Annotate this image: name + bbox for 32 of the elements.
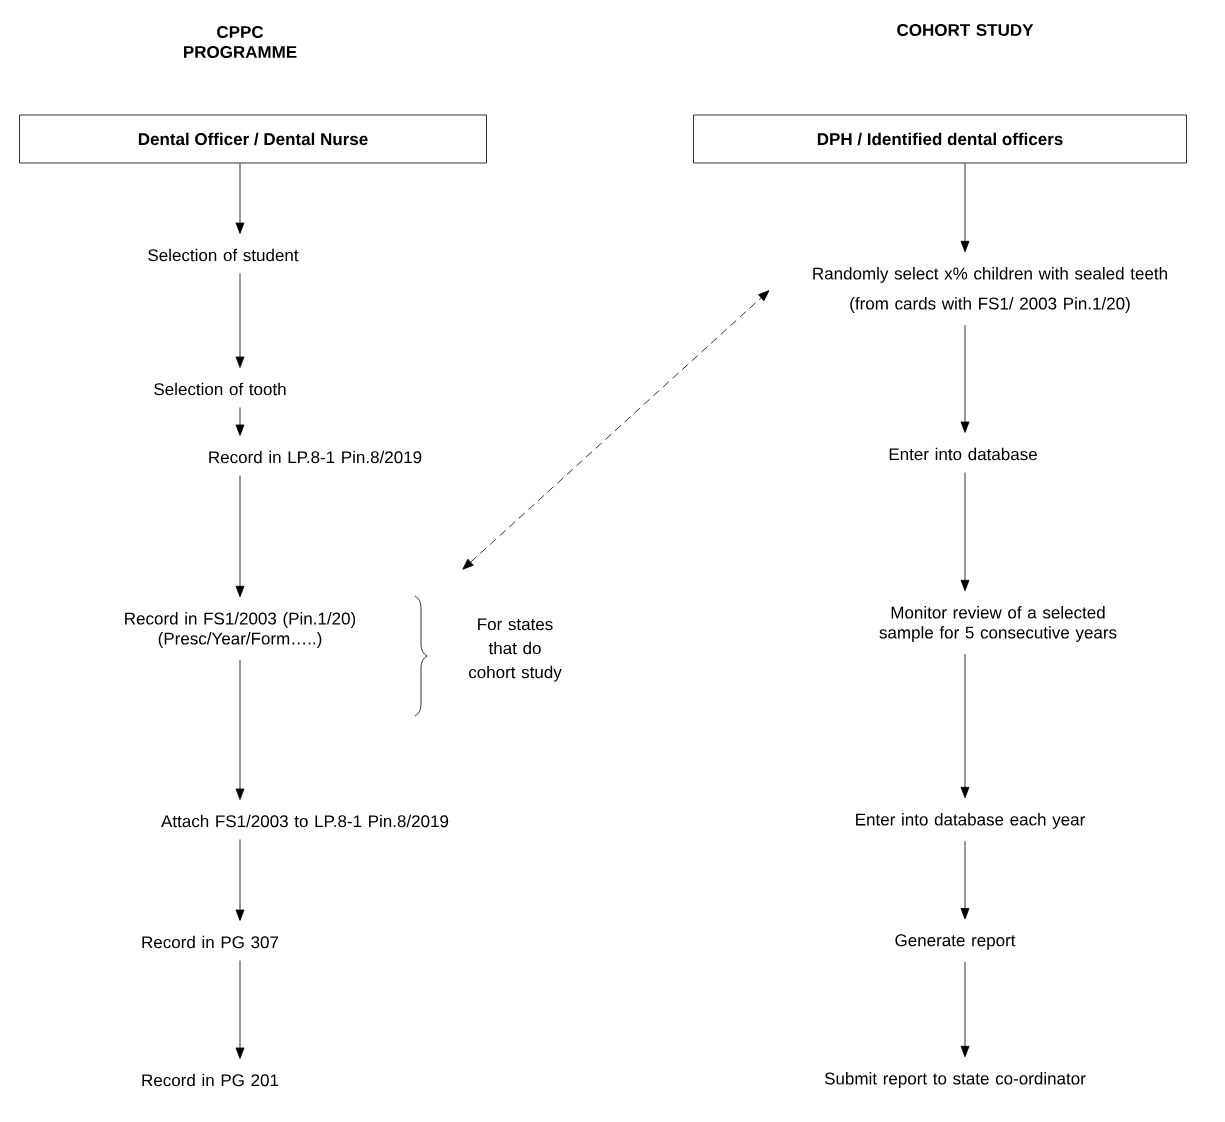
step-text: Enter into database (889, 447, 1037, 461)
arrow (235, 356, 245, 368)
step-text: Selection of student (148, 248, 299, 262)
arrow (462, 290, 770, 570)
arrow (235, 424, 245, 436)
arrow (235, 163, 245, 234)
step-text: Enter into database each year (856, 813, 1085, 829)
role-box: DPH / Identified dental officers (693, 114, 1187, 164)
step-text: Selection of tooth (154, 382, 286, 396)
arrow (960, 163, 970, 253)
arrow (960, 908, 970, 920)
arrow (235, 909, 245, 921)
arrow (960, 1045, 970, 1058)
step-text: Attach FS1/2003 to LP.8-1 Pin.8/2019 (161, 814, 449, 828)
arrow (960, 579, 970, 592)
arrow (960, 786, 970, 799)
column-heading: CPPC PROGRAMME (184, 26, 297, 59)
arrow (960, 421, 970, 433)
step-text: Record in PG 201 (142, 1073, 279, 1087)
step-text: Randomly select x% children with sealed teeth (from cards with FS1/ 2003 Pin.1/20) (813, 267, 1167, 313)
step-text: Submit report to state co-ordinator (824, 1072, 1086, 1088)
arrow (235, 1047, 245, 1059)
arrow (235, 585, 245, 598)
arrow (235, 788, 245, 800)
step-text: Record in PG 307 (142, 935, 279, 949)
step-text: Generate report (895, 934, 1016, 950)
step-text: Record in FS1/2003 (Pin.1/20) (Presc/Year/Form…..) (125, 612, 356, 648)
column-heading: COHORT STUDY (897, 24, 1034, 37)
side-note: For states that do cohort study (468, 618, 562, 682)
role-box: Dental Officer / Dental Nurse (19, 114, 487, 164)
step-text: Monitor review of a selected sample for 5 consecutive years (879, 606, 1117, 642)
step-text: Record in LP.8-1 Pin.8/2019 (209, 450, 422, 464)
